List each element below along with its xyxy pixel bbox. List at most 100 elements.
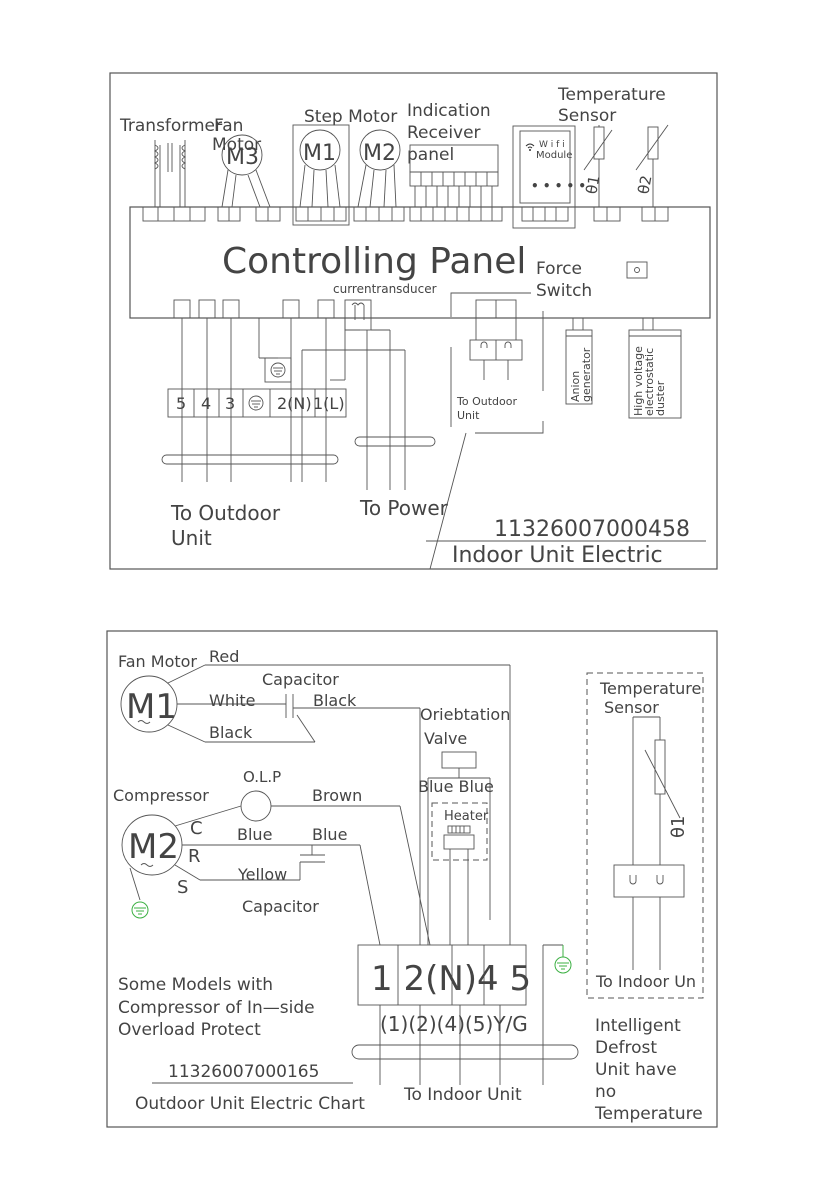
fan-motor-label: Fan Motor <box>118 652 197 671</box>
to-outdoor-small-label-1: To Outdoor <box>456 395 517 408</box>
outdoor-unit-diagram: Fan Motor Red M1 Capacitor White Black B… <box>106 630 718 1128</box>
olp-symbol <box>240 790 272 822</box>
anion-label: Anion <box>569 371 582 402</box>
power-cable-bundle <box>354 436 436 447</box>
compressor-capacitor <box>299 845 325 880</box>
outdoor-temperature-label: Temperature <box>599 679 701 698</box>
orientation-label-1: Oriebtation <box>420 705 510 724</box>
defrost-line-4: no <box>595 1082 616 1102</box>
outdoor-m2-label: M2 <box>128 827 179 867</box>
wifi-label: W i f i <box>539 140 565 150</box>
outdoor-code: 11326007000165 <box>168 1062 319 1082</box>
indoor-frame <box>109 72 718 570</box>
transformer-label: Transformer <box>119 116 222 136</box>
black-label-1: Black <box>313 691 357 710</box>
indication-label: Indication <box>407 101 491 121</box>
to-outdoor-label-2: Unit <box>171 526 212 550</box>
indoor-caption: Indoor Unit Electric <box>452 543 663 568</box>
defrost-line-5: Temperature <box>594 1104 703 1124</box>
outdoor-frame <box>106 630 718 1128</box>
terminal-2n: 2(N) <box>277 394 312 413</box>
to-power-label: To Power <box>359 496 449 520</box>
heater: Heater <box>431 802 489 945</box>
heater-label: Heater <box>444 809 489 824</box>
olp-label: O.L.P <box>243 768 281 786</box>
to-indoor-right-label: To Indoor Un <box>595 972 696 991</box>
defrost-line-2: Defrost <box>595 1038 657 1058</box>
module-label: Module <box>536 150 572 161</box>
indoor-unit-diagram: Controlling Panel Transformer Fan Motor … <box>109 72 718 570</box>
blue-label-1: Blue <box>237 825 272 844</box>
defrost-line-3: Unit have <box>595 1060 677 1080</box>
m3-label: M3 <box>226 145 259 170</box>
indoor-terminal-block: 5 4 3 2(N) 1(L) <box>167 388 347 418</box>
s-label: S <box>177 877 188 898</box>
compressor-ground-icon <box>131 901 149 919</box>
theta2-label: θ2 <box>634 174 655 196</box>
note-line-2: Compressor of In—side <box>118 998 315 1018</box>
orientation-valve <box>441 751 477 769</box>
force-switch-button <box>626 261 648 279</box>
indication-panel-connector <box>409 144 503 222</box>
receiver-label: Receiver <box>407 123 481 143</box>
red-label: Red <box>209 647 239 666</box>
terminal-ground-icon <box>554 945 572 974</box>
to-outdoor-small-label-2: Unit <box>457 409 480 422</box>
anion-generator: Anion generator <box>565 318 593 405</box>
capacitor-bottom-label: Capacitor <box>242 897 319 916</box>
note-line-1: Some Models with <box>118 975 273 995</box>
ground-icon <box>258 318 292 383</box>
step-motor-m2: M2 <box>353 129 405 222</box>
outdoor-cable-bundle <box>351 1044 579 1060</box>
transformer-symbol <box>142 140 206 222</box>
outdoor-cable-bundle <box>161 454 339 465</box>
m2-label: M2 <box>363 141 396 166</box>
fan-motor-m1: M1 <box>120 664 511 945</box>
panel-label: panel <box>407 145 454 165</box>
defrost-line-1: Intelligent <box>595 1016 681 1036</box>
terminal-4: 4 <box>201 394 211 413</box>
theta1-label: θ1 <box>582 174 603 196</box>
outdoor-caption: Outdoor Unit Electric Chart <box>135 1094 365 1114</box>
white-label: White <box>209 691 256 710</box>
terminal-numbers: 1 2(N)4 5 <box>371 959 531 999</box>
blue-label-2: Blue <box>312 825 347 844</box>
yellow-label: Yellow <box>237 865 287 884</box>
to-indoor-label: To Indoor Unit <box>403 1085 522 1105</box>
black-label-2: Black <box>209 723 253 742</box>
compressor-m2: M2 <box>121 805 431 946</box>
wifi-module: W i f i Module • • • • • <box>512 125 586 229</box>
hv-label-2: electrostatic <box>643 348 656 416</box>
svg-text:• • • • •: • • • • • <box>531 179 586 193</box>
terminal-1l: 1(L) <box>313 394 345 413</box>
outdoor-m1-label: M1 <box>126 687 177 727</box>
hv-label-1: High voltage <box>632 346 645 416</box>
m1-label: M1 <box>303 141 336 166</box>
motor-label: Motor <box>212 135 261 155</box>
electrostatic-duster: High voltage electrostatic duster <box>628 318 682 419</box>
force-label: Force <box>536 259 582 279</box>
panel-title: Controlling Panel <box>222 241 526 282</box>
terminal-3: 3 <box>225 394 235 413</box>
fan-capacitor <box>285 694 421 945</box>
outdoor-theta1-label: θ1 <box>668 816 689 838</box>
brown-label: Brown <box>312 786 362 805</box>
to-outdoor-label-1: To Outdoor <box>170 501 281 525</box>
orientation-label-2: Valve <box>424 729 467 748</box>
fan-label: Fan <box>214 116 243 136</box>
indoor-code: 11326007000458 <box>494 517 690 542</box>
wire-labels: (1)(2)(4)(5)Y/G <box>380 1012 528 1036</box>
c-label: C <box>190 818 203 839</box>
fan-motor-m3: M3 <box>217 134 281 222</box>
hv-label-3: duster <box>654 380 667 416</box>
outdoor-connector: To Outdoor Unit <box>429 292 544 570</box>
capacitor-top-label: Capacitor <box>262 670 339 689</box>
current-transducer <box>344 299 372 331</box>
step-motor-label: Step Motor <box>304 107 397 127</box>
sensor-label: Sensor <box>558 106 616 126</box>
r-label: R <box>188 846 201 867</box>
terminal-5: 5 <box>176 394 186 413</box>
outdoor-sensor-label: Sensor <box>604 698 659 717</box>
blue-blue-label: Blue Blue <box>418 777 494 796</box>
